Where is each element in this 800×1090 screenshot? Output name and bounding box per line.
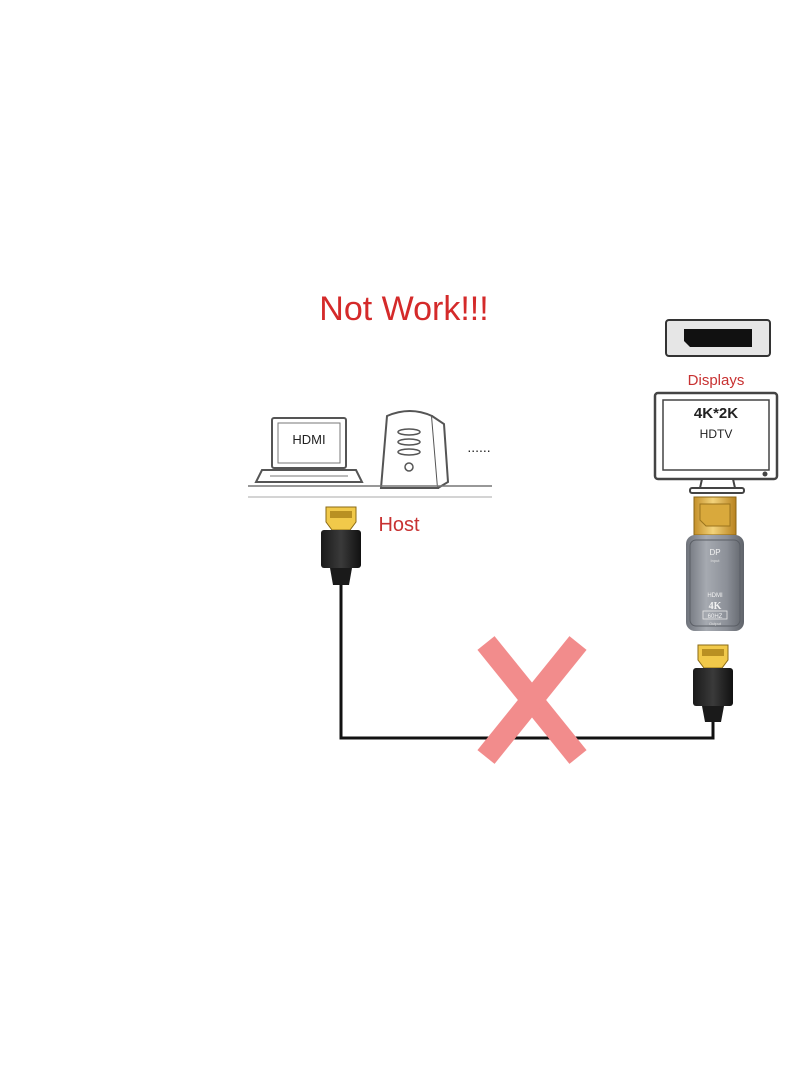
- host-label: Host: [378, 514, 420, 536]
- laptop-screen-text: HDMI: [292, 432, 325, 447]
- monitor-icon: [653, 391, 779, 494]
- adapter-output-hdmi: HDMI: [707, 593, 723, 599]
- hdmi-plug-left: [321, 506, 361, 585]
- laptop-icon: [254, 417, 364, 483]
- desktop-tower-icon: [379, 410, 450, 489]
- displayport-port-icon: [665, 319, 771, 357]
- not-work-cross-icon: [477, 636, 587, 764]
- more-devices-ellipsis: ......: [467, 439, 490, 455]
- hdmi-cable: [339, 585, 715, 740]
- page-title: Not Work!!!: [319, 290, 488, 328]
- displays-label: Displays: [688, 372, 745, 389]
- monitor-type: HDTV: [700, 427, 733, 441]
- adapter-output-refresh: 60HZ: [708, 614, 723, 620]
- adapter-input-text: DP: [709, 548, 720, 557]
- adapter-output-4k: 4K: [709, 601, 722, 612]
- hdmi-plug-right: [693, 644, 733, 722]
- adapter-input-sub: Input: [711, 558, 721, 563]
- adapter-output-sub: Output: [709, 621, 722, 626]
- adapter-refresh-box: [702, 610, 728, 620]
- dp-to-hdmi-adapter: [686, 496, 744, 631]
- monitor-resolution: 4K*2K: [694, 405, 738, 422]
